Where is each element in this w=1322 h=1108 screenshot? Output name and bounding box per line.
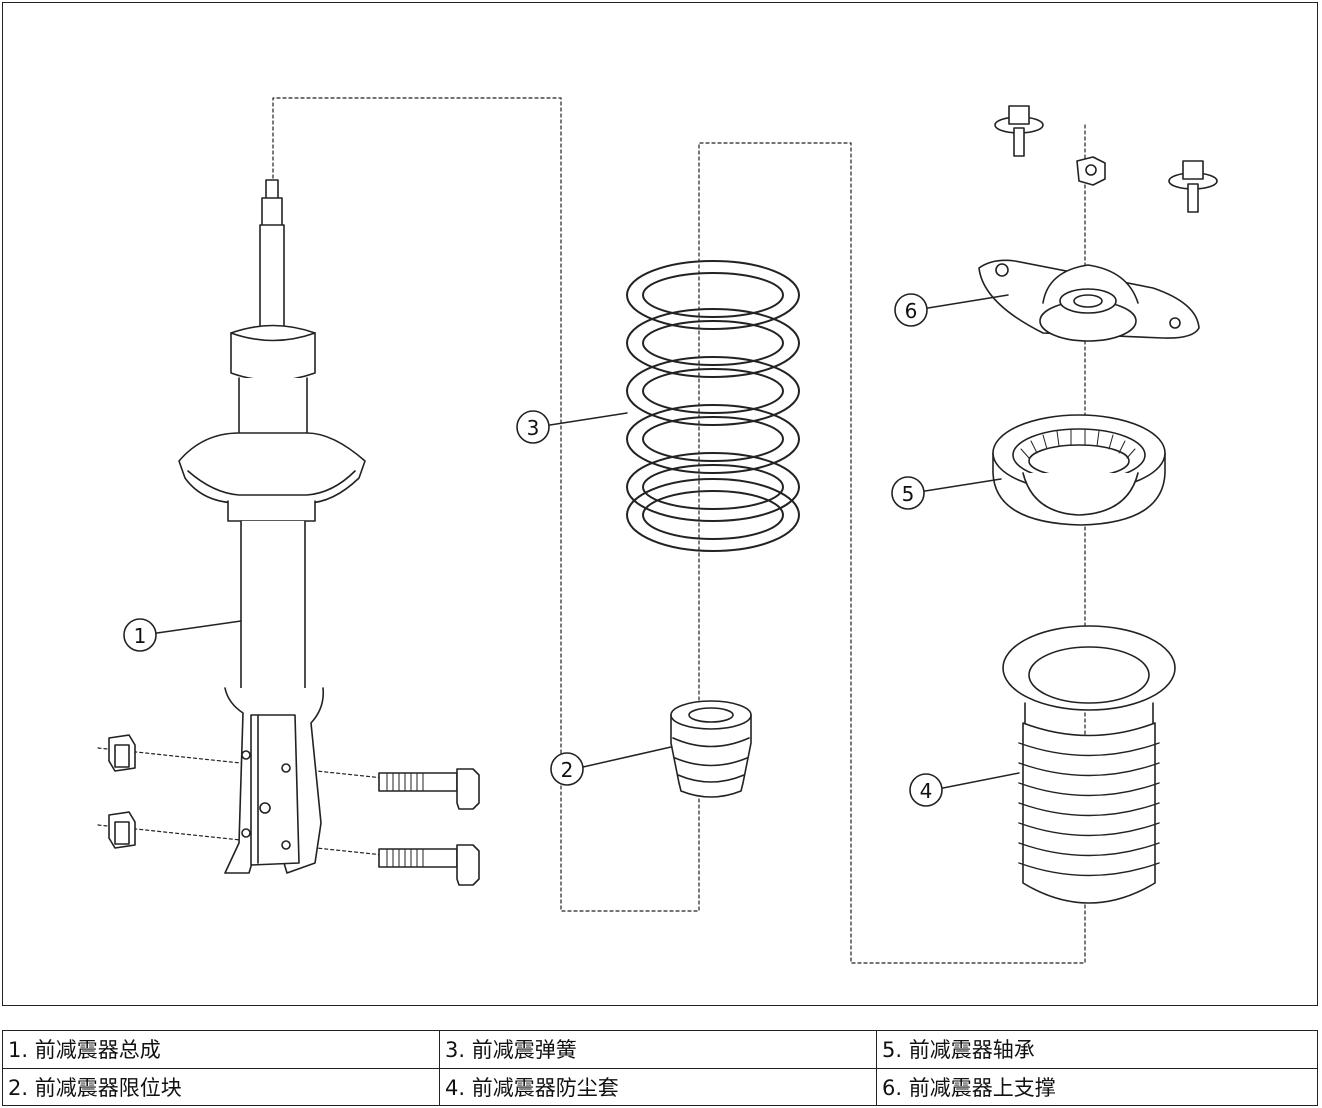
legend-row: 2. 前减震器限位块 4. 前减震器防尘套 6. 前减震器上支撑 [2, 1067, 1318, 1106]
dust-boot-bellows-drawing [1018, 742, 1160, 877]
assembly-guide-lines [97, 97, 1086, 964]
callout-2-circle [550, 752, 584, 786]
shock-absorber-assembly-drawing [178, 179, 366, 874]
legend-item-6: 6. 前减震器上支撑 [876, 1067, 1318, 1106]
callout-3-circle [516, 410, 550, 444]
callout-6-label: 6 [905, 299, 918, 323]
callout-4-circle [909, 773, 943, 807]
callout-1-label: 1 [134, 624, 147, 648]
coil-spring-drawing [626, 260, 800, 552]
bearing-ribs-drawing [1020, 429, 1136, 459]
legend-item-2: 2. 前减震器限位块 [2, 1067, 440, 1106]
parts-legend-table: 1. 前减震器总成 3. 前减震弹簧 5. 前减震器轴承 2. 前减震器限位块 … [2, 1030, 1318, 1106]
leader-lines [156, 294, 1020, 789]
callout-5-label: 5 [902, 482, 915, 506]
callout-6-circle [894, 293, 928, 327]
strut-bearing-drawing [992, 414, 1166, 526]
legend-row: 1. 前减震器总成 3. 前减震弹簧 5. 前减震器轴承 [2, 1030, 1318, 1069]
legend-item-3: 3. 前减震弹簧 [439, 1030, 877, 1069]
upper-mount-drawing [978, 105, 1218, 342]
legend-item-1: 1. 前减震器总成 [2, 1030, 440, 1069]
callout-2-label: 2 [561, 758, 574, 782]
legend-item-4: 4. 前减震器防尘套 [439, 1067, 877, 1106]
legend-item-5: 5. 前减震器轴承 [876, 1030, 1318, 1069]
callout-1-circle [123, 618, 157, 652]
bump-stop-drawing [670, 700, 752, 798]
callout-4-label: 4 [920, 779, 933, 803]
callout-3-label: 3 [527, 416, 540, 440]
dust-boot-drawing [1002, 625, 1176, 904]
exploded-view-diagram: 1 2 3 4 5 6 [2, 2, 1318, 1006]
callout-5-circle [891, 476, 925, 510]
bolt-threads-drawing [386, 772, 424, 868]
